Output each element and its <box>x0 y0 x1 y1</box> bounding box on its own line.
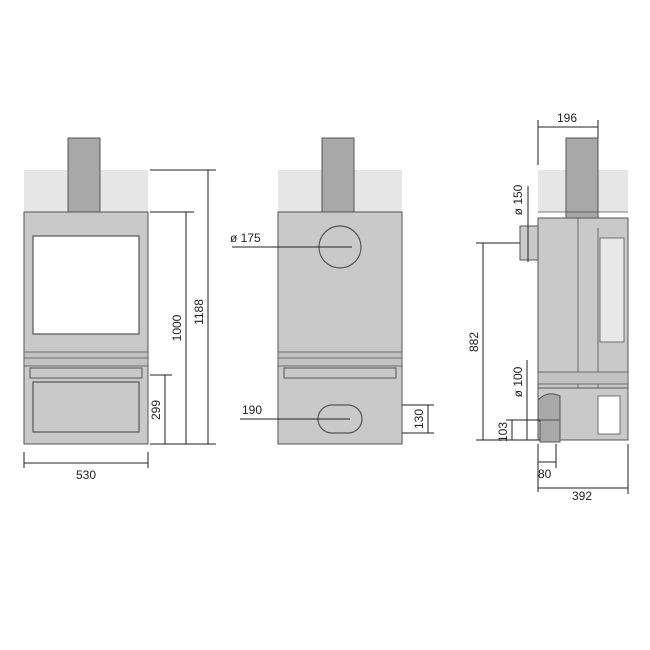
dim-side-inlet-diameter: ø 100 <box>511 366 525 397</box>
side-flue-pipe <box>565 137 599 227</box>
rear-band <box>277 351 403 367</box>
front-ash-band <box>23 351 149 367</box>
side-band <box>537 371 629 385</box>
side-glass-panel <box>599 237 625 343</box>
side-rear-outlet <box>519 225 539 261</box>
front-flue-pipe <box>67 137 101 227</box>
dim-base-height: 299 <box>149 400 163 420</box>
dim-front-width: 530 <box>76 468 96 482</box>
dim-total-height: 1188 <box>192 299 206 325</box>
dim-flue-diameter: ø 175 <box>230 231 261 245</box>
front-base-panel <box>32 381 140 433</box>
front-base-top <box>29 367 143 379</box>
dim-side-outlet-diameter: ø 150 <box>511 184 525 215</box>
dim-side-inlet-offset: 80 <box>538 467 552 481</box>
dim-side-inlet-height: 103 <box>496 422 510 442</box>
side-base-recess <box>597 395 621 435</box>
rear-view: ø 175 190 130 <box>230 137 434 445</box>
rear-base-top <box>283 367 397 379</box>
dim-side-depth: 392 <box>572 489 592 503</box>
rear-flue-pipe <box>321 137 355 227</box>
dim-side-height: 882 <box>467 332 481 352</box>
front-glass-window <box>32 235 140 335</box>
dim-rear-inlet-width: 190 <box>242 403 262 417</box>
dim-rear-inlet-height: 130 <box>412 409 426 429</box>
dim-upper-height: 1000 <box>170 314 184 341</box>
side-air-inlet-pipe <box>539 419 561 443</box>
front-view: 530 1188 1000 299 <box>23 137 216 482</box>
side-view: 196 ø 150 882 ø 100 103 80 392 <box>467 111 629 503</box>
dim-side-flue-offset: 196 <box>557 111 577 125</box>
